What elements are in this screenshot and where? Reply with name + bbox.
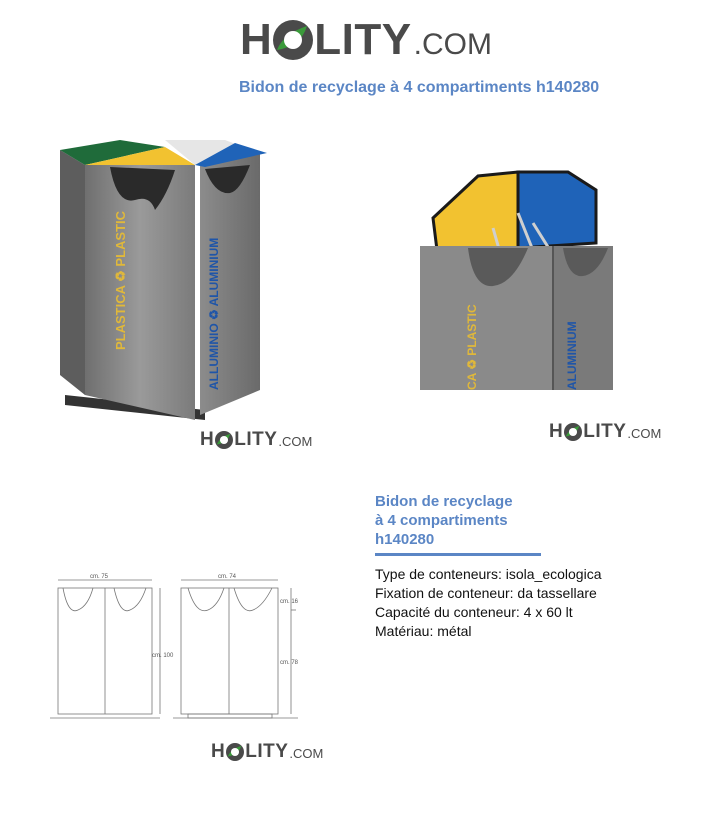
label-aluminium: ALLUMINIO ♻ ALUMINIUM — [207, 238, 221, 390]
logo-letter-h: H — [240, 15, 273, 64]
holity-logo-watermark: H LITY .COM — [211, 742, 323, 762]
technical-drawing[interactable]: cm. 75 cm. 74 cm. 100 cm. 16 cm. 78 — [48, 570, 308, 725]
spec-title: Bidon de recyclage à 4 compartiments h14… — [375, 492, 575, 549]
logo-letter-h: H — [549, 421, 564, 442]
holity-logo-watermark: H LITY .COM — [200, 430, 312, 450]
logo-suffix: .COM — [289, 746, 324, 761]
product-photo-main[interactable]: PLASTICA ♻ PLASTIC ALLUMINIO ♻ ALUMINIUM — [55, 135, 275, 425]
dim-height-body: cm. 78 — [280, 660, 299, 666]
spec-divider — [375, 553, 541, 556]
spec-row-capacity: Capacité du conteneur: 4 x 60 lt — [375, 604, 573, 620]
logo-o-mark-icon — [226, 743, 245, 761]
logo-letters-lity: LITY — [583, 421, 627, 442]
spec-row-container-type: Type de conteneurs: isola_ecologica — [375, 566, 602, 582]
logo-letters-lity: LITY — [234, 429, 278, 450]
logo-suffix: .COM — [413, 28, 492, 61]
logo-letter-h: H — [211, 741, 226, 762]
dim-width-side: cm. 74 — [218, 574, 237, 580]
logo-suffix: .COM — [278, 434, 313, 449]
logo-o-mark-icon — [273, 20, 314, 60]
holity-logo[interactable]: H LITY .COM — [240, 18, 492, 62]
spec-title-line: h140280 — [375, 531, 435, 548]
logo-letters-lity: LITY — [314, 15, 412, 64]
page-title: Bidon de recyclage à 4 compartiments h14… — [239, 79, 600, 96]
spec-row-material: Matériau: métal — [375, 623, 472, 639]
dim-height-total: cm. 100 — [152, 653, 174, 659]
spec-list: Type de conteneurs: isola_ecologica Fixa… — [375, 565, 601, 641]
spec-title-line: à 4 compartiments — [375, 512, 508, 529]
holity-logo-watermark: H LITY .COM — [549, 422, 661, 442]
logo-suffix: .COM — [627, 426, 662, 441]
logo-letter-h: H — [200, 429, 215, 450]
label-aluminium-detail: ALUMINIUM — [565, 321, 579, 390]
logo-o-mark-icon — [215, 431, 234, 449]
spec-title-line: Bidon de recyclage — [375, 493, 513, 510]
logo-letters-lity: LITY — [245, 741, 289, 762]
logo-o-mark-icon — [564, 423, 583, 441]
spec-row-fixation: Fixation de conteneur: da tassellare — [375, 585, 597, 601]
label-plastic-detail: CA ♻ PLASTIC — [465, 304, 479, 390]
product-photo-detail[interactable]: CA ♻ PLASTIC ALUMINIUM — [418, 168, 618, 390]
dim-width-front: cm. 75 — [90, 574, 109, 580]
dim-height-top: cm. 16 — [280, 599, 299, 605]
label-plastic: PLASTICA ♻ PLASTIC — [113, 210, 128, 350]
